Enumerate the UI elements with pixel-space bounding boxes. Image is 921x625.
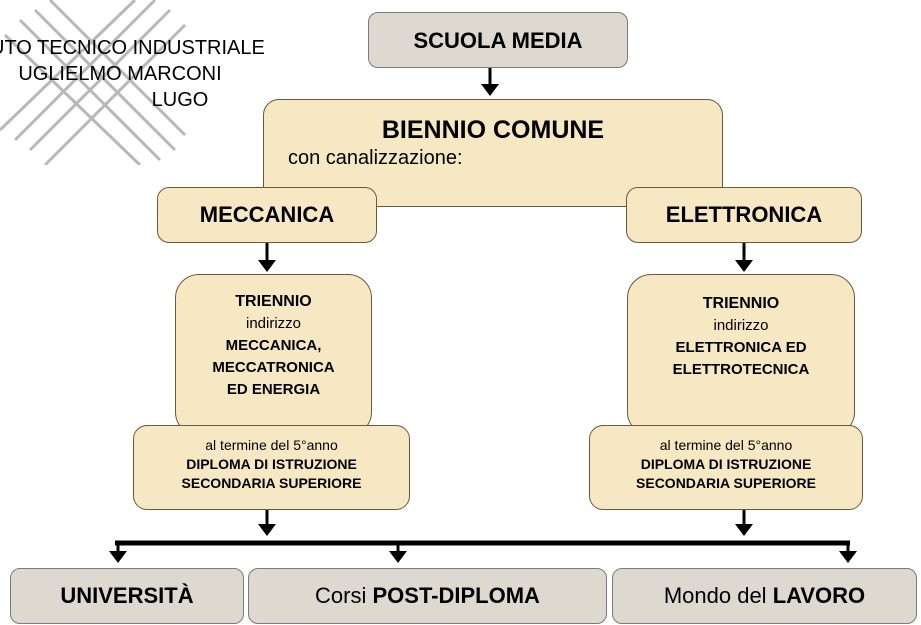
triennio-left-line2: MECCATRONICA bbox=[212, 359, 335, 376]
triennio-left-sub: indirizzo bbox=[245, 315, 302, 332]
universita-box: UNIVERSITÀ bbox=[10, 568, 244, 624]
diploma-left-line2: DIPLOMA DI ISTRUZIONE bbox=[186, 456, 357, 472]
triennio-right-line2: ELETTROTECNICA bbox=[672, 361, 810, 378]
biennio-title: BIENNIO COMUNE bbox=[381, 116, 605, 144]
meccanica-box: MECCANICA bbox=[157, 187, 377, 243]
triennio-right-title: TRIENNIO bbox=[702, 295, 780, 312]
diploma-right-line1: al termine del 5°anno bbox=[659, 437, 793, 453]
biennio-subtitle: con canalizzazione: bbox=[288, 147, 463, 169]
universita-label: UNIVERSITÀ bbox=[60, 583, 194, 608]
diploma-left-line3: SECONDARIA SUPERIORE bbox=[181, 475, 362, 491]
logo-line-1: UTO TECNICO INDUSTRIALE bbox=[0, 37, 265, 59]
diploma-left-line1: al termine del 5°anno bbox=[205, 437, 338, 453]
school-logo-icon bbox=[0, 0, 187, 165]
triennio-right-box: TRIENNIO indirizzo ELETTRONICA ED ELETTR… bbox=[627, 274, 855, 436]
elettronica-label: ELETTRONICA bbox=[665, 202, 823, 227]
triennio-right-sub: indirizzo bbox=[713, 317, 769, 334]
scuola-media-label: SCUOLA MEDIA bbox=[413, 28, 583, 53]
elettronica-box: ELETTRONICA bbox=[626, 187, 862, 243]
triennio-left-title: TRIENNIO bbox=[235, 293, 312, 310]
lavoro-box: Mondo del LAVORO bbox=[612, 568, 917, 624]
diploma-right-line2: DIPLOMA DI ISTRUZIONE bbox=[640, 456, 812, 472]
logo-text: UTO TECNICO INDUSTRIALE UGLIELMO MARCONI… bbox=[0, 35, 265, 113]
diploma-left-box: al termine del 5°anno DIPLOMA DI ISTRUZI… bbox=[133, 425, 410, 510]
lavoro-bold: LAVORO bbox=[772, 583, 866, 608]
post-diploma-bold: POST-DIPLOMA bbox=[372, 583, 540, 608]
logo-line-2: UGLIELMO MARCONI bbox=[18, 63, 222, 85]
triennio-left-box: TRIENNIO indirizzo MECCANICA, MECCATRONI… bbox=[175, 274, 372, 436]
scuola-media-box: SCUOLA MEDIA bbox=[368, 12, 628, 68]
triennio-left-line3: ED ENERGIA bbox=[226, 381, 321, 398]
diploma-right-line3: SECONDARIA SUPERIORE bbox=[636, 475, 816, 491]
lavoro-prefix: Mondo del bbox=[663, 583, 773, 608]
diploma-right-box: al termine del 5°anno DIPLOMA DI ISTRUZI… bbox=[589, 425, 863, 510]
triennio-right-line1: ELETTRONICA ED bbox=[675, 339, 807, 356]
triennio-left-line1: MECCANICA, bbox=[225, 337, 322, 354]
logo-line-3: LUGO bbox=[151, 89, 209, 111]
post-diploma-box: Corsi POST-DIPLOMA bbox=[248, 568, 607, 624]
post-diploma-prefix: Corsi bbox=[315, 583, 373, 608]
meccanica-label: MECCANICA bbox=[199, 202, 335, 227]
